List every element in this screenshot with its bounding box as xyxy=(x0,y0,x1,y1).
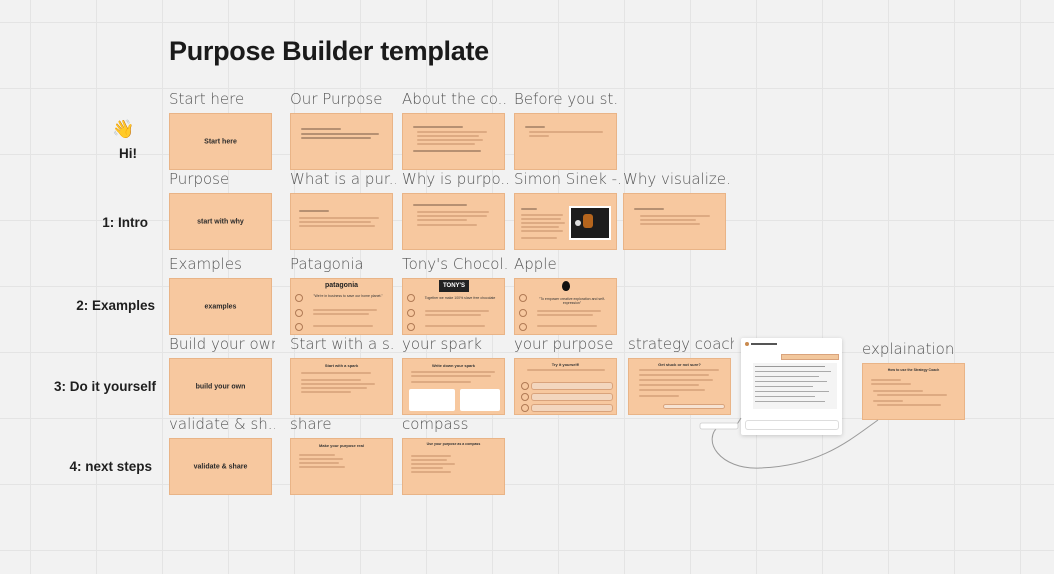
frame-title: build your own xyxy=(195,383,246,390)
row-label-intro: 1: Intro xyxy=(102,215,148,230)
frame-heading: Try it yourself! xyxy=(551,362,580,367)
frame-name-examples[interactable]: Examples xyxy=(169,255,242,273)
frame-your-spark[interactable]: Write down your spark xyxy=(402,358,505,415)
frame-start-here[interactable]: Start here xyxy=(169,113,272,170)
frame-patagonia[interactable]: patagonia "We're in business to save our… xyxy=(290,278,393,335)
frame-before[interactable] xyxy=(514,113,617,170)
frame-heading: Get stuck or not sure? xyxy=(658,362,701,367)
frame-heading: Start with a spark xyxy=(324,363,359,368)
board-title: Purpose Builder template xyxy=(169,36,489,66)
frame-tonys[interactable]: TONY'S Together we make 100% slave free … xyxy=(402,278,505,335)
apple-logo-icon xyxy=(562,281,570,291)
frame-title: Start here xyxy=(204,138,237,145)
frame-why-purpose[interactable] xyxy=(402,193,505,250)
apple-quote: "To empower creative exploration and sel… xyxy=(538,297,606,305)
frame-strategy-coach[interactable]: Get stuck or not sure? xyxy=(628,358,731,415)
frame-name-compass[interactable]: compass xyxy=(402,415,469,433)
frame-heading: Write down your spark xyxy=(431,363,476,368)
frame-name-purpose[interactable]: Purpose xyxy=(169,170,230,188)
frame-title: validate & share xyxy=(193,463,248,470)
frame-name-validate[interactable]: validate & sh... xyxy=(169,415,275,433)
frame-why-visualize[interactable] xyxy=(623,193,726,250)
frame-name-explaination[interactable]: explaination xyxy=(862,340,955,358)
frame-name-why-purpose[interactable]: Why is purpo... xyxy=(402,170,508,188)
row-label-examples: 2: Examples xyxy=(76,298,155,313)
frame-name-what-is[interactable]: What is a pur... xyxy=(290,170,396,188)
frame-your-purpose[interactable]: Try it yourself! xyxy=(514,358,617,415)
frame-name-before[interactable]: Before you st... xyxy=(514,90,620,108)
play-icon xyxy=(575,220,581,226)
frame-start-spark[interactable]: Start with a spark xyxy=(290,358,393,415)
frame-name-apple[interactable]: Apple xyxy=(514,255,557,273)
frame-explaination[interactable]: How to use the Strategy Coach xyxy=(862,363,965,420)
video-thumbnail[interactable] xyxy=(569,206,611,240)
frame-title: examples xyxy=(204,303,237,310)
frame-name-start-spark[interactable]: Start with a s... xyxy=(290,335,396,353)
frame-our-purpose[interactable] xyxy=(290,113,393,170)
frame-build[interactable]: build your own xyxy=(169,358,272,415)
frame-name-tonys[interactable]: Tony's Chocol... xyxy=(402,255,508,273)
frame-name-our-purpose[interactable]: Our Purpose xyxy=(290,90,383,108)
tonys-logo: TONY'S xyxy=(439,280,469,292)
patagonia-logo: patagonia xyxy=(324,282,359,289)
frame-share[interactable]: Make your purpose real xyxy=(290,438,393,495)
sticky-note[interactable] xyxy=(409,389,455,411)
row-label-hi: Hi! xyxy=(119,146,137,161)
frame-name-start-here[interactable]: Start here xyxy=(169,90,245,108)
frame-name-share[interactable]: share xyxy=(290,415,332,433)
row-label-next-steps: 4: next steps xyxy=(69,459,152,474)
frame-validate[interactable]: validate & share xyxy=(169,438,272,495)
frame-apple[interactable]: "To empower creative exploration and sel… xyxy=(514,278,617,335)
frame-heading: Use your purpose as a compass xyxy=(426,442,481,446)
frame-name-why-visualize[interactable]: Why visualize... xyxy=(623,170,729,188)
frame-name-build[interactable]: Build your own xyxy=(169,335,275,353)
frame-examples[interactable]: examples xyxy=(169,278,272,335)
waving-hand-icon: 👋 xyxy=(112,119,135,139)
frame-heading: Make your purpose real xyxy=(319,443,364,448)
frame-compass[interactable]: Use your purpose as a compass xyxy=(402,438,505,495)
frame-name-sinek[interactable]: Simon Sinek -... xyxy=(514,170,620,188)
frame-what-is[interactable] xyxy=(290,193,393,250)
patagonia-quote: "We're in business to save our home plan… xyxy=(313,294,383,298)
frame-title: start with why xyxy=(197,218,244,225)
chat-screenshot[interactable] xyxy=(741,338,842,435)
frame-name-about[interactable]: About the co... xyxy=(402,90,508,108)
row-label-do-it-yourself: 3: Do it yourself xyxy=(53,379,156,394)
frame-about[interactable] xyxy=(402,113,505,170)
frame-sinek[interactable] xyxy=(514,193,617,250)
frame-heading: How to use the Strategy Coach xyxy=(887,368,940,372)
frame-name-patagonia[interactable]: Patagonia xyxy=(290,255,364,273)
frame-name-strategy-coach[interactable]: strategy coach xyxy=(628,335,734,353)
frame-name-your-purpose[interactable]: your purpose xyxy=(514,335,614,353)
sticky-note[interactable] xyxy=(460,389,500,411)
frame-purpose[interactable]: start with why xyxy=(169,193,272,250)
tonys-quote: Together we make 100% slave free chocola… xyxy=(424,296,496,300)
frame-name-your-spark[interactable]: your spark xyxy=(402,335,482,353)
